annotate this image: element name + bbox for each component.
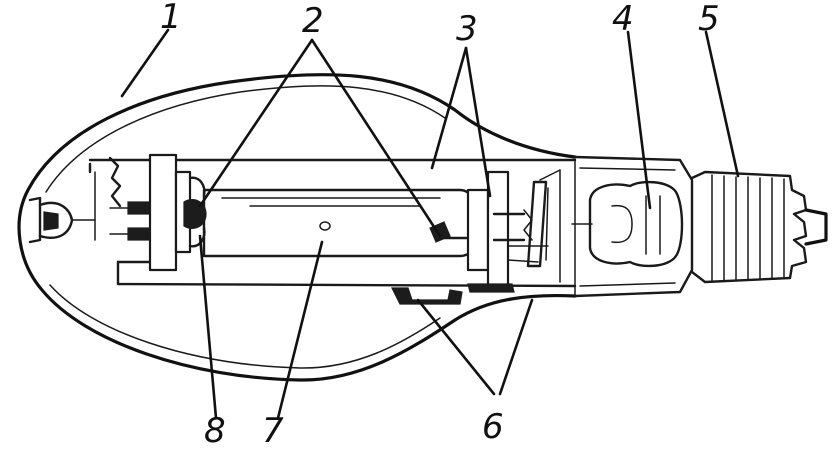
callout-7: 7 bbox=[262, 411, 284, 451]
leader-3b bbox=[464, 46, 492, 198]
callout-3: 3 bbox=[456, 9, 478, 49]
leader-6a bbox=[416, 298, 496, 396]
callout-labels: 1 2 3 4 5 6 7 8 bbox=[160, 0, 720, 451]
callout-8: 8 bbox=[204, 411, 226, 451]
leader-3a bbox=[430, 46, 468, 170]
callout-4: 4 bbox=[612, 0, 634, 39]
bulb-neck bbox=[573, 155, 694, 298]
leader-2b bbox=[310, 38, 442, 238]
leader-lines bbox=[120, 28, 740, 420]
callout-6: 6 bbox=[482, 407, 504, 447]
leader-1 bbox=[120, 28, 170, 98]
screw-base bbox=[690, 170, 828, 284]
outer-glass-bulb bbox=[17, 73, 577, 382]
leader-6b bbox=[498, 298, 534, 396]
leader-7 bbox=[276, 240, 324, 420]
leader-8 bbox=[198, 234, 218, 420]
callout-1: 1 bbox=[160, 0, 182, 37]
callout-5: 5 bbox=[698, 0, 720, 39]
electrode-right bbox=[429, 221, 470, 243]
callout-2: 2 bbox=[302, 1, 324, 41]
leader-5 bbox=[704, 30, 740, 178]
leader-2a bbox=[198, 38, 314, 208]
starter-element bbox=[571, 180, 684, 268]
leader-4 bbox=[626, 30, 652, 210]
bulb-tip bbox=[28, 171, 96, 244]
right-end-cap bbox=[466, 170, 549, 288]
arc-tube bbox=[202, 188, 478, 258]
